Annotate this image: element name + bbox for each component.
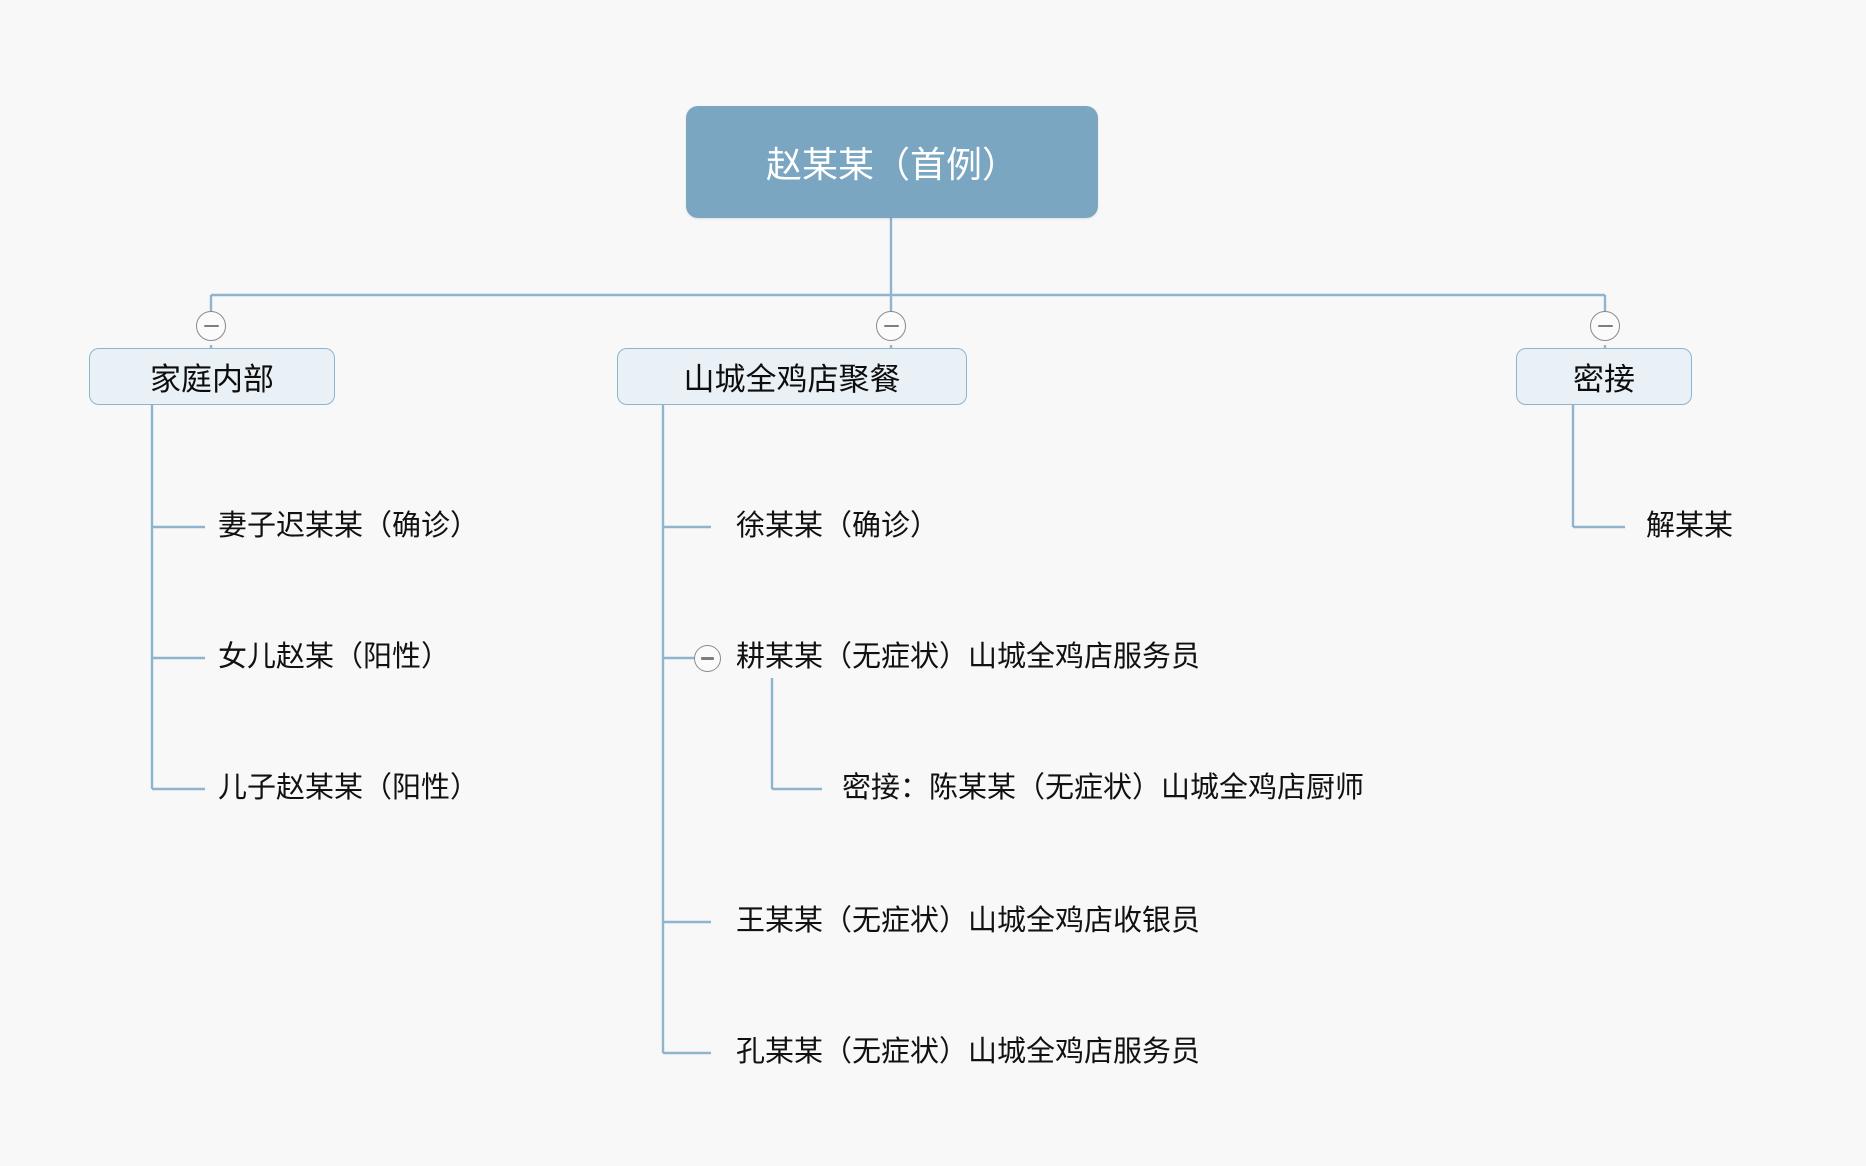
branch-node-close-contact[interactable]: 密接	[1516, 348, 1692, 405]
branch-node-family-label: 家庭内部	[150, 362, 274, 397]
leaf-restaurant-kong[interactable]: 孔某某（无症状）山城全鸡店服务员	[736, 1036, 1201, 1068]
collapse-toggle-family[interactable]	[196, 311, 226, 341]
minus-icon	[203, 324, 219, 328]
minus-icon	[1597, 324, 1613, 328]
collapse-toggle-geng[interactable]	[694, 645, 721, 672]
leaf-family-daughter[interactable]: 女儿赵某（阳性）	[218, 641, 451, 673]
leaf-restaurant-xu[interactable]: 徐某某（确诊）	[736, 510, 940, 542]
collapse-toggle-restaurant[interactable]	[876, 311, 906, 341]
leaf-family-wife[interactable]: 妻子迟某某（确诊）	[218, 510, 480, 542]
leaf-restaurant-geng-contact-chen[interactable]: 密接：陈某某（无症状）山城全鸡店厨师	[842, 772, 1365, 804]
root-node-label: 赵某某（首例）	[765, 144, 1018, 185]
branch-node-close-contact-label: 密接	[1573, 362, 1635, 397]
root-node[interactable]: 赵某某（首例）	[686, 106, 1098, 218]
branch-node-family[interactable]: 家庭内部	[89, 348, 335, 405]
collapse-toggle-close-contact[interactable]	[1590, 311, 1620, 341]
minus-icon	[701, 657, 714, 660]
branch-node-restaurant[interactable]: 山城全鸡店聚餐	[617, 348, 967, 405]
leaf-restaurant-wang[interactable]: 王某某（无症状）山城全鸡店收银员	[736, 905, 1201, 937]
leaf-close-contact-xie[interactable]: 解某某	[1646, 510, 1734, 542]
branch-node-restaurant-label: 山城全鸡店聚餐	[683, 362, 901, 397]
minus-icon	[883, 324, 899, 328]
leaf-family-son[interactable]: 儿子赵某某（阳性）	[218, 772, 480, 804]
leaf-restaurant-geng[interactable]: 耕某某（无症状）山城全鸡店服务员	[736, 641, 1201, 673]
